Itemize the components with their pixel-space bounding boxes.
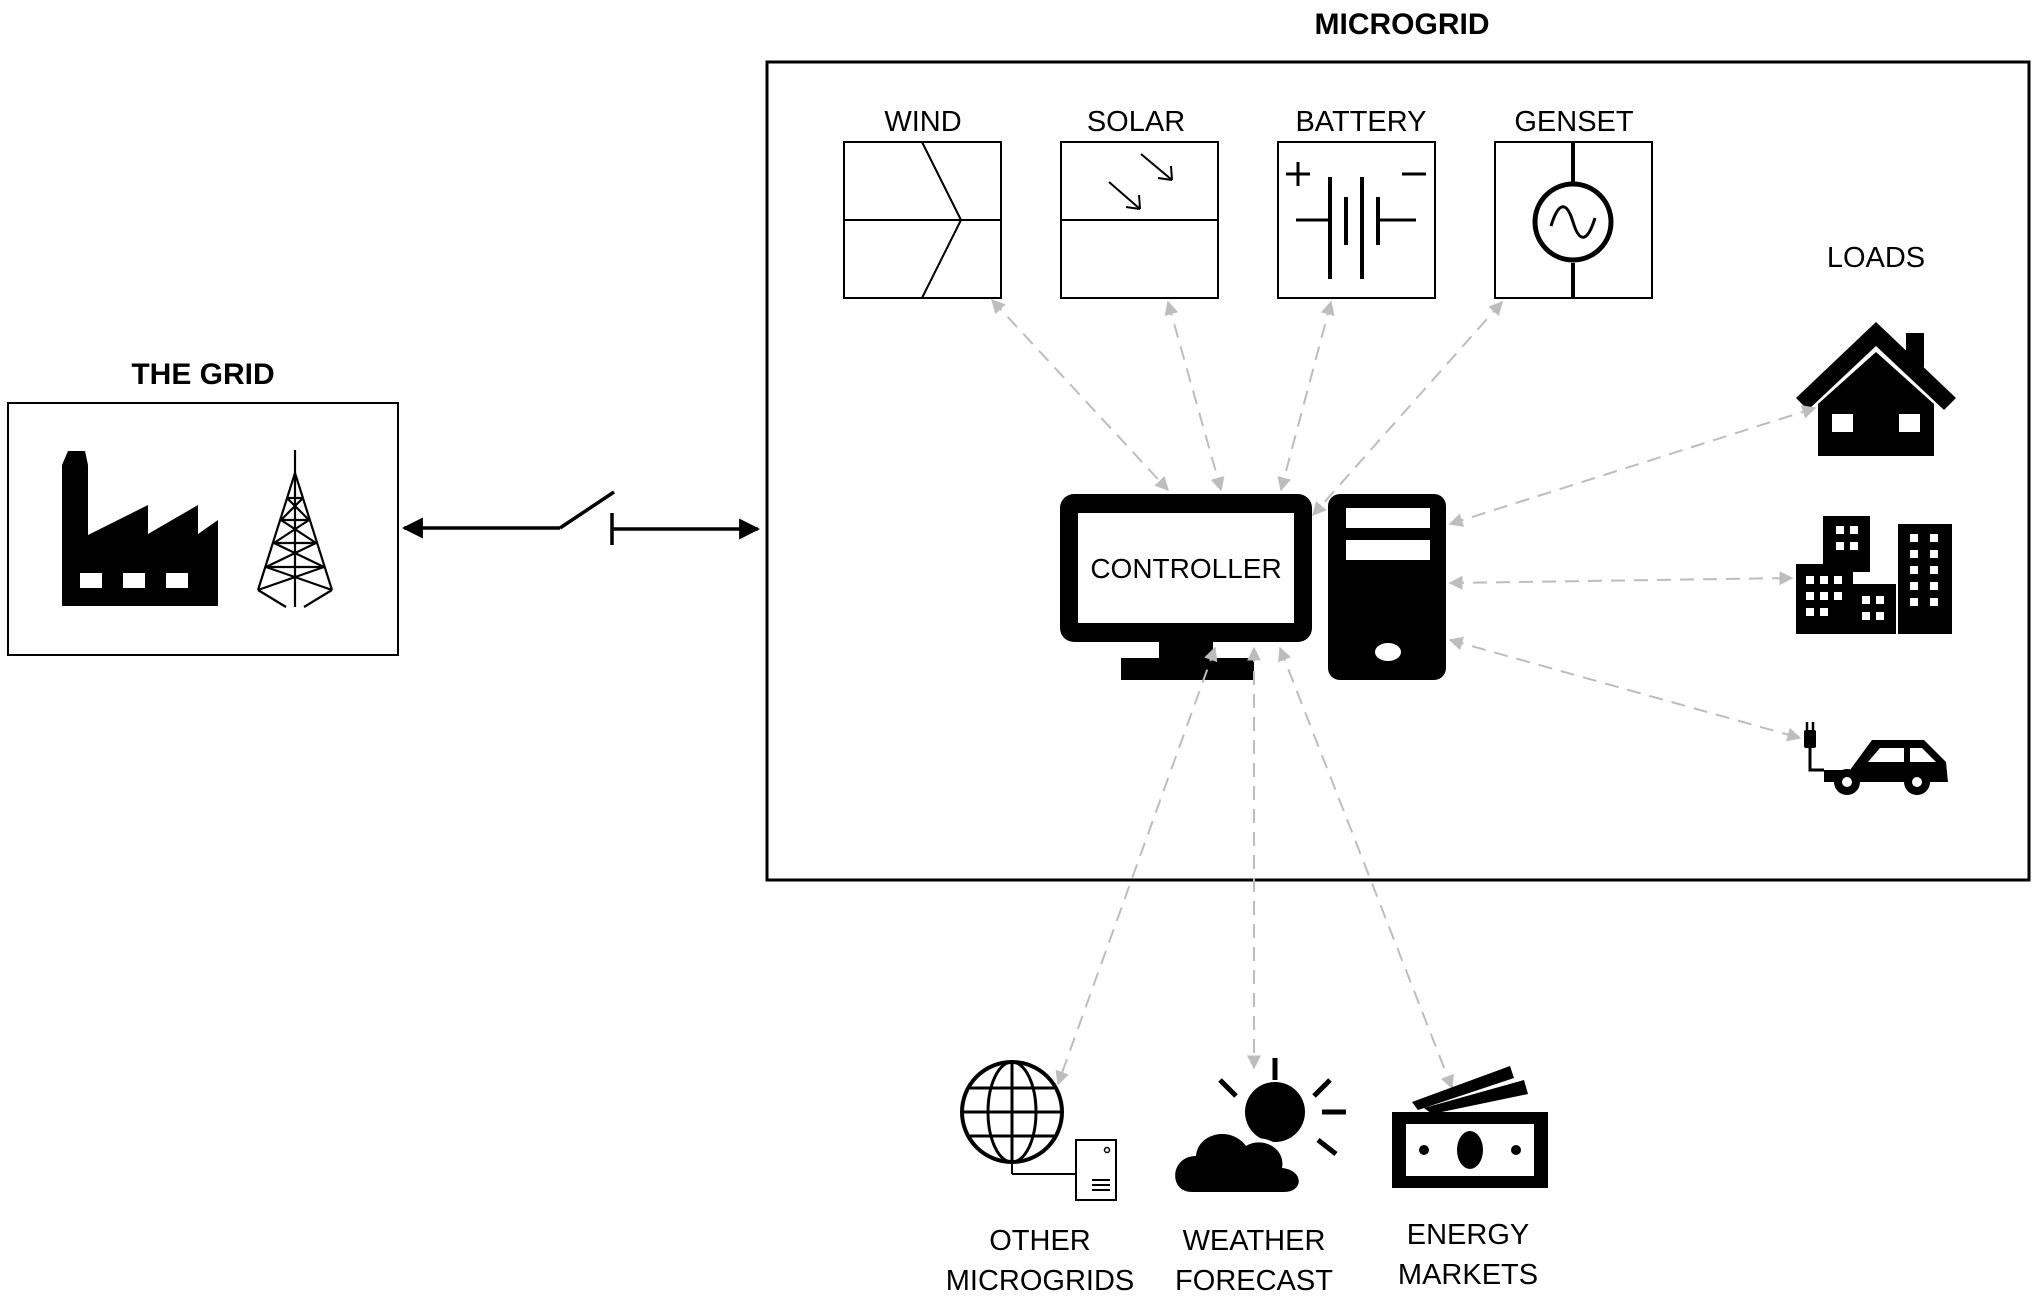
energy-markets-label-line2: MARKETS (1398, 1259, 1538, 1291)
solar-source: SOLAR (1060, 106, 1219, 299)
genset-icon (1494, 141, 1653, 299)
external-links (1055, 646, 1454, 1090)
controller-links (991, 298, 1817, 742)
grid-title: THE GRID (131, 358, 274, 391)
factory-icon (62, 451, 218, 606)
house-icon (1796, 322, 1956, 456)
genset-source: GENSET (1494, 106, 1653, 299)
electric-car-icon (1804, 722, 1948, 795)
genset-label: GENSET (1514, 106, 1634, 138)
battery-icon (1277, 141, 1436, 299)
grid-box (7, 402, 399, 656)
battery-source: BATTERY (1277, 106, 1436, 299)
battery-label: BATTERY (1295, 106, 1426, 138)
money-icon (1392, 1066, 1548, 1188)
wind-icon (843, 141, 1002, 299)
grid-connection-switch (401, 490, 761, 545)
buildings-icon (1796, 516, 1952, 634)
microgrid-section: MICROGRID WIND SOLAR (765, 8, 2031, 882)
solar-icon (1060, 141, 1219, 299)
other-microgrids-label-line2: MICROGRIDS (946, 1265, 1135, 1296)
other-microgrids: OTHER MICROGRIDS (946, 1060, 1135, 1296)
grid-section: THE GRID (7, 358, 399, 656)
computer-tower-icon (1328, 494, 1446, 680)
sun-cloud-icon (1171, 1058, 1346, 1196)
controller-label: CONTROLLER (1090, 553, 1281, 584)
loads-group: LOADS (1796, 242, 1956, 795)
wind-source: WIND (843, 106, 1002, 299)
weather-forecast-label-line2: FORECAST (1175, 1265, 1333, 1296)
other-microgrids-label-line1: OTHER (989, 1225, 1091, 1257)
weather-forecast-label-line1: WEATHER (1183, 1225, 1326, 1257)
weather-forecast: WEATHER FORECAST (1171, 1058, 1346, 1296)
loads-title: LOADS (1827, 242, 1925, 274)
energy-markets: ENERGY MARKETS (1392, 1066, 1548, 1291)
microgrid-box (765, 60, 2031, 882)
microgrid-title: MICROGRID (1315, 8, 1490, 41)
wind-label: WIND (884, 106, 961, 138)
energy-markets-label-line1: ENERGY (1407, 1219, 1529, 1251)
transmission-tower-icon (256, 450, 334, 608)
globe-server-icon (960, 1060, 1117, 1201)
controller: CONTROLLER (1060, 494, 1446, 680)
solar-label: SOLAR (1087, 106, 1185, 138)
monitor-icon (1060, 494, 1312, 680)
